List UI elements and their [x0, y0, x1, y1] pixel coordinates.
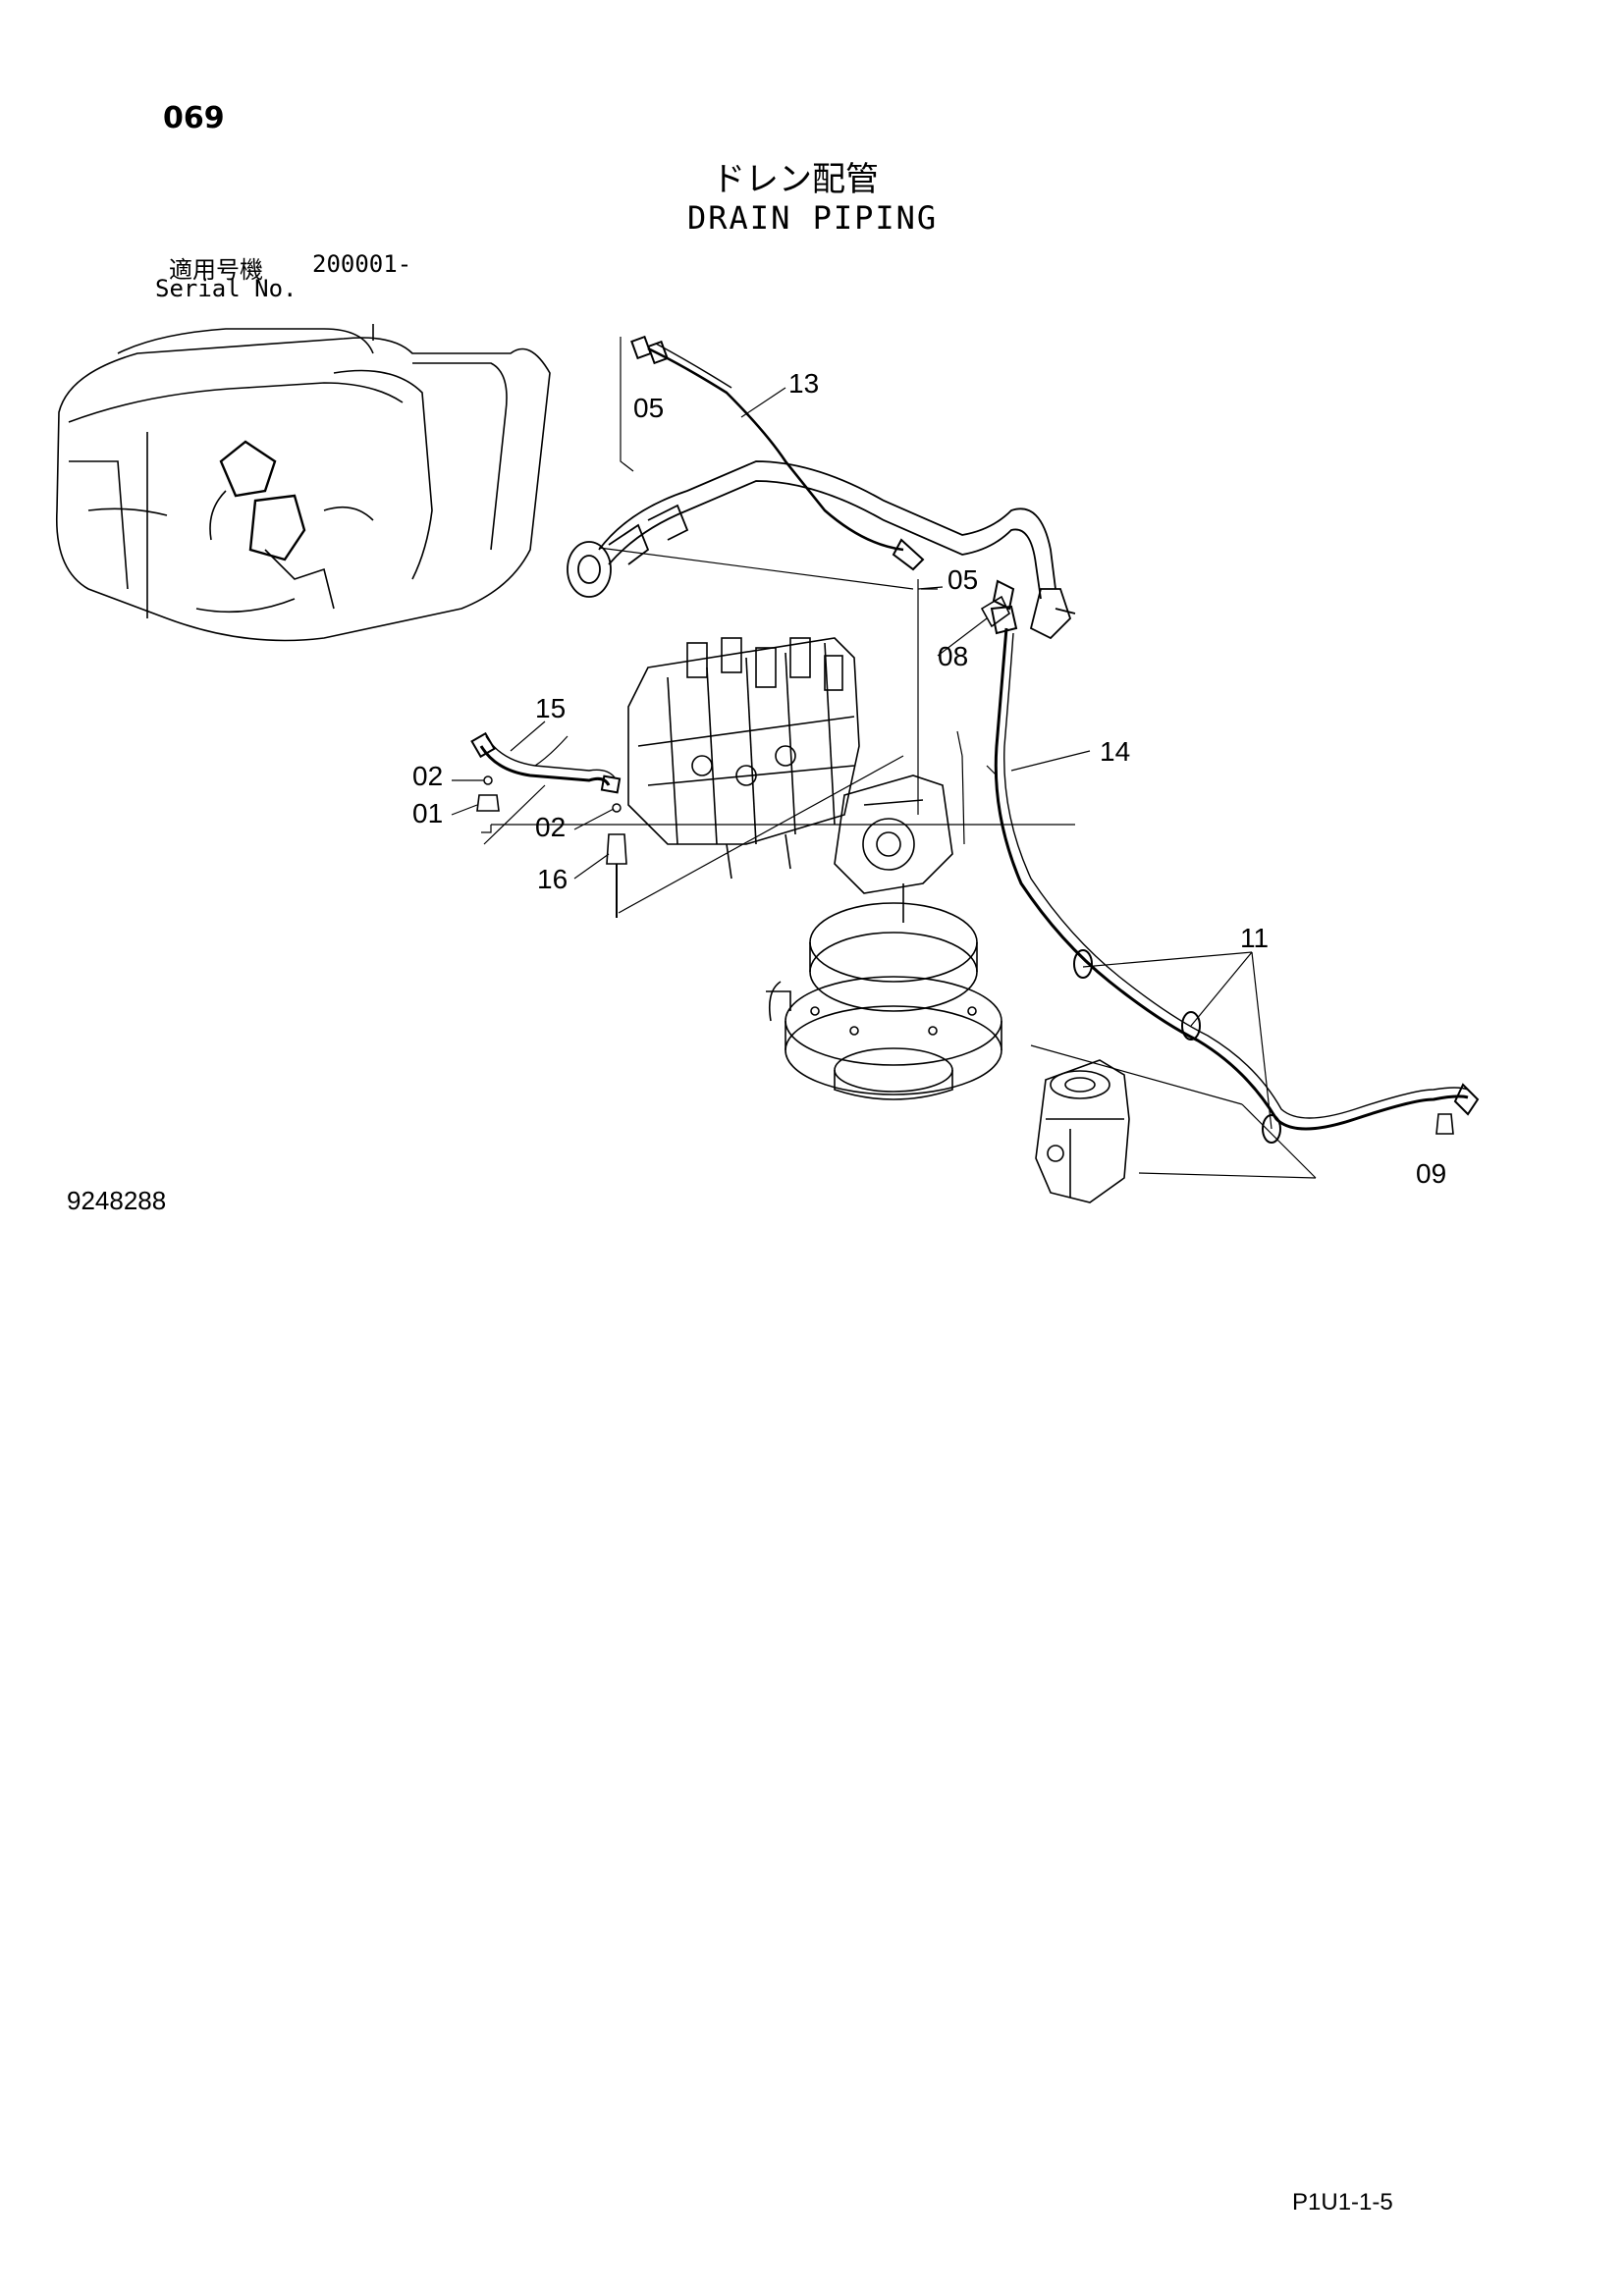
callout-13: 13 [788, 368, 819, 399]
serial-label-jp: 適用号機 [169, 256, 263, 284]
callout-16: 16 [537, 864, 568, 894]
leader-lines [481, 337, 1317, 1179]
callout-02-left: 02 [412, 761, 443, 791]
diagram-title-en: DRAIN PIPING [687, 199, 939, 237]
center-joint-illustration [1035, 1059, 1130, 1203]
callout-14: 14 [1100, 736, 1130, 767]
fitting-09 [1435, 1113, 1454, 1135]
diagram-title-jp: ドレン配管 [712, 160, 879, 199]
serial-number: 200001- [312, 250, 412, 278]
fitting-08 [980, 595, 1011, 628]
hose-15 [470, 731, 627, 918]
swing-motor-illustration [766, 774, 1002, 1100]
serial-label-en: Serial No. [155, 275, 298, 302]
callout-leaders [451, 387, 1272, 1130]
hose-13 [630, 335, 925, 571]
callout-01: 01 [412, 798, 443, 828]
callout-15: 15 [535, 693, 566, 723]
callout-09: 09 [1416, 1158, 1446, 1189]
control-valve-illustration [627, 637, 860, 880]
machine-overview-illustration [55, 324, 551, 642]
callout-05-top: 05 [633, 393, 664, 423]
callout-11: 11 [1240, 923, 1269, 953]
callout-labels: 05 13 05 08 14 15 02 01 02 16 11 09 [412, 368, 1446, 1189]
page-reference: P1U1-1-5 [1292, 2189, 1393, 2216]
callout-05-mid: 05 [947, 564, 978, 595]
hose-14 [990, 579, 1480, 1144]
callout-02-right: 02 [535, 812, 566, 842]
figure-number: 9248288 [67, 1186, 167, 1215]
page-number: 069 [163, 101, 225, 135]
callout-08: 08 [938, 641, 968, 671]
return-pipe [567, 460, 1076, 640]
